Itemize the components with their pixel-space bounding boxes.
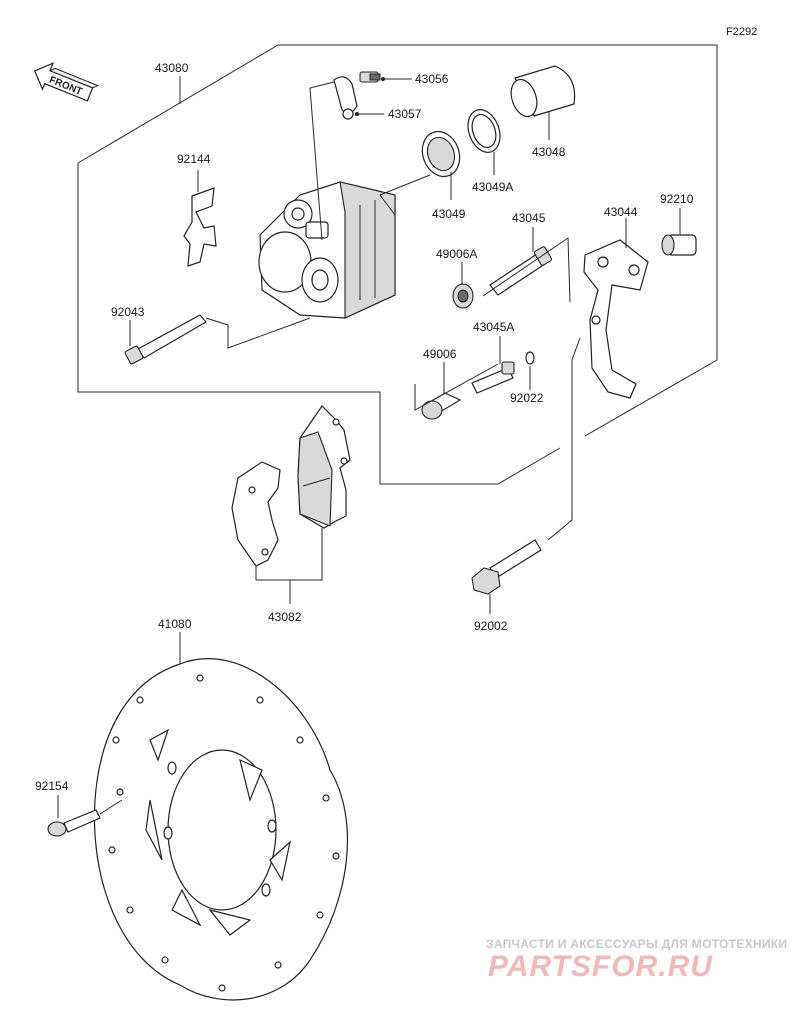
slide-pin-sleeve: [489, 227, 553, 296]
caliper-bracket: [583, 218, 649, 399]
label-43049: 43049: [432, 207, 466, 221]
caliper-mount-bolt: [471, 539, 542, 614]
piston-seal: [421, 130, 461, 200]
label-41080: 41080: [158, 617, 192, 631]
label-49006: 49006: [423, 347, 457, 361]
label-49006a: 49006A: [436, 247, 477, 261]
diagram-code: F2292: [726, 26, 757, 38]
bleeder-valve: [359, 71, 412, 83]
disc-mount-bolt: [47, 795, 123, 837]
caliper-assembly-outline: [77, 44, 718, 485]
label-43049a: 43049A: [472, 180, 513, 194]
brake-pad-set: [231, 405, 351, 604]
label-43057: 43057: [388, 107, 422, 121]
label-92043: 92043: [111, 305, 145, 319]
rubber-boot-lower: [421, 362, 462, 420]
label-92144: 92144: [177, 152, 211, 166]
label-92210: 92210: [660, 192, 694, 206]
label-43048: 43048: [532, 145, 566, 159]
bleeder-cap: [333, 76, 384, 120]
bracket-collar: [661, 208, 697, 256]
watermark-logo: PARTSFOR.RU: [488, 950, 713, 983]
label-43045a: 43045A: [473, 320, 514, 334]
circlip-ring: [525, 351, 535, 390]
label-92022: 92022: [510, 391, 544, 405]
caliper-pin: [124, 314, 207, 365]
caliper-body: [258, 181, 396, 319]
label-43056: 43056: [415, 72, 449, 86]
rubber-boot-upper: [452, 262, 474, 309]
label-43080: 43080: [155, 61, 189, 75]
label-43082: 43082: [268, 610, 302, 624]
label-92154: 92154: [35, 779, 69, 793]
label-92002: 92002: [474, 619, 508, 633]
front-direction-arrow: FRONT: [33, 62, 100, 102]
anti-rattle-spring: [183, 170, 217, 267]
dust-seal: [467, 109, 501, 175]
label-43044: 43044: [604, 205, 638, 219]
label-43045: 43045: [512, 211, 546, 225]
caliper-piston: [510, 65, 576, 140]
brake-disc: [93, 632, 349, 1001]
watermark-tagline: ЗАПЧАСТИ И АКСЕССУАРЫ ДЛЯ МОТОТЕХНИКИ: [486, 937, 788, 951]
slide-pin-sleeve-a: [471, 336, 515, 394]
